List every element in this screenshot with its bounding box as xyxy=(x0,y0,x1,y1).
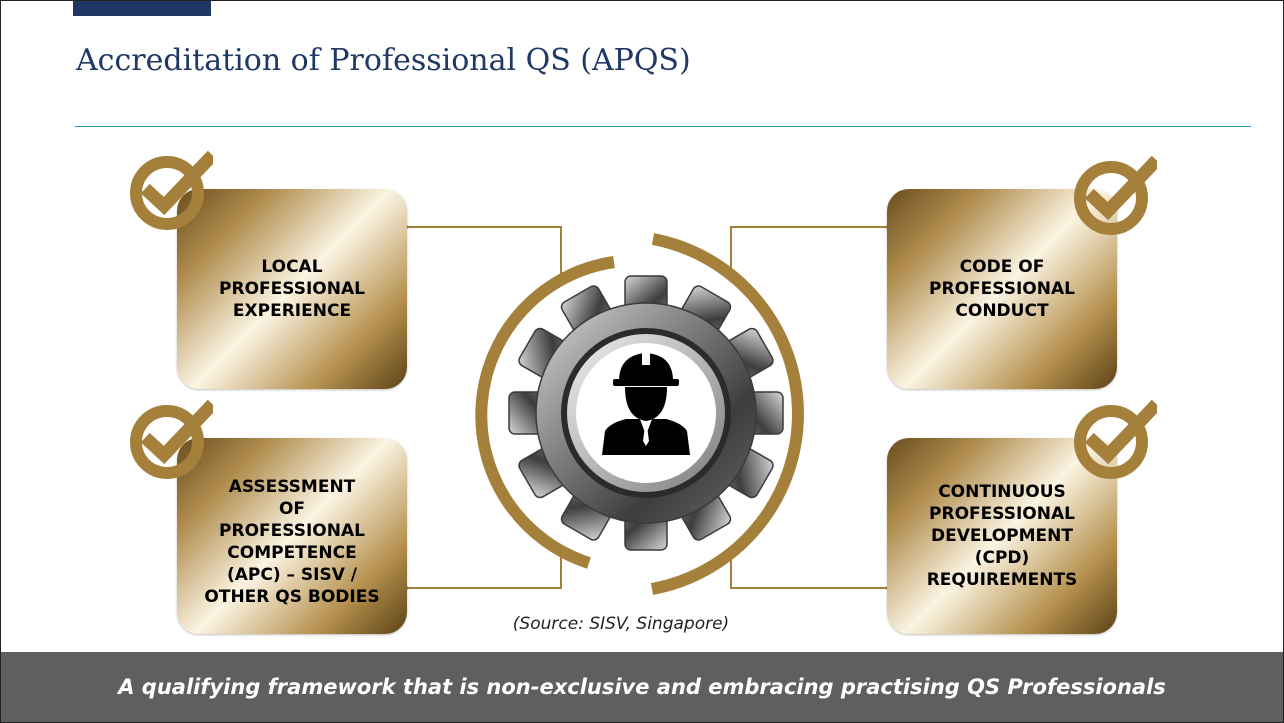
box-label: CODE OF PROFESSIONAL CONDUCT xyxy=(929,257,1075,321)
footer-text: A qualifying framework that is non-exclu… xyxy=(118,675,1166,699)
arc-left xyxy=(475,256,615,569)
source-caption: (Source: SISV, Singapore) xyxy=(512,614,730,634)
box-code-of-professional-conduct: CODE OF PROFESSIONAL CONDUCT xyxy=(887,189,1117,389)
box-label: CONTINUOUS PROFESSIONAL DEVELOPMENT (CPD… xyxy=(926,482,1078,590)
check-circle-icon xyxy=(130,399,213,479)
check-circle-icon xyxy=(1074,155,1157,235)
construction-worker-icon xyxy=(602,353,690,455)
box-label: ASSESSMENT OF PROFESSIONAL COMPETENCE (A… xyxy=(204,477,380,607)
connector-bottom-left xyxy=(405,551,562,589)
connector-top-right xyxy=(730,226,889,277)
check-circle-icon xyxy=(1074,399,1157,479)
box-label: LOCAL PROFESSIONAL EXPERIENCE xyxy=(219,257,365,321)
check-circle-icon xyxy=(130,150,213,230)
gear-icon xyxy=(508,275,784,551)
connector-top-left xyxy=(405,226,562,277)
connector-bottom-right xyxy=(730,551,889,589)
footer-banner: A qualifying framework that is non-exclu… xyxy=(1,652,1283,722)
arc-right xyxy=(650,233,804,595)
slide-title: Accreditation of Professional QS (APQS) xyxy=(76,43,691,78)
connector-lines xyxy=(405,226,889,589)
title-divider xyxy=(75,126,1251,127)
title-accent-bar xyxy=(73,1,211,16)
box-continuous-professional-development: CONTINUOUS PROFESSIONAL DEVELOPMENT (CPD… xyxy=(887,438,1117,634)
box-local-professional-experience: LOCAL PROFESSIONAL EXPERIENCE xyxy=(177,189,407,389)
gold-arcs xyxy=(475,233,804,595)
box-assessment-of-professional-competence: ASSESSMENT OF PROFESSIONAL COMPETENCE (A… xyxy=(177,438,407,634)
